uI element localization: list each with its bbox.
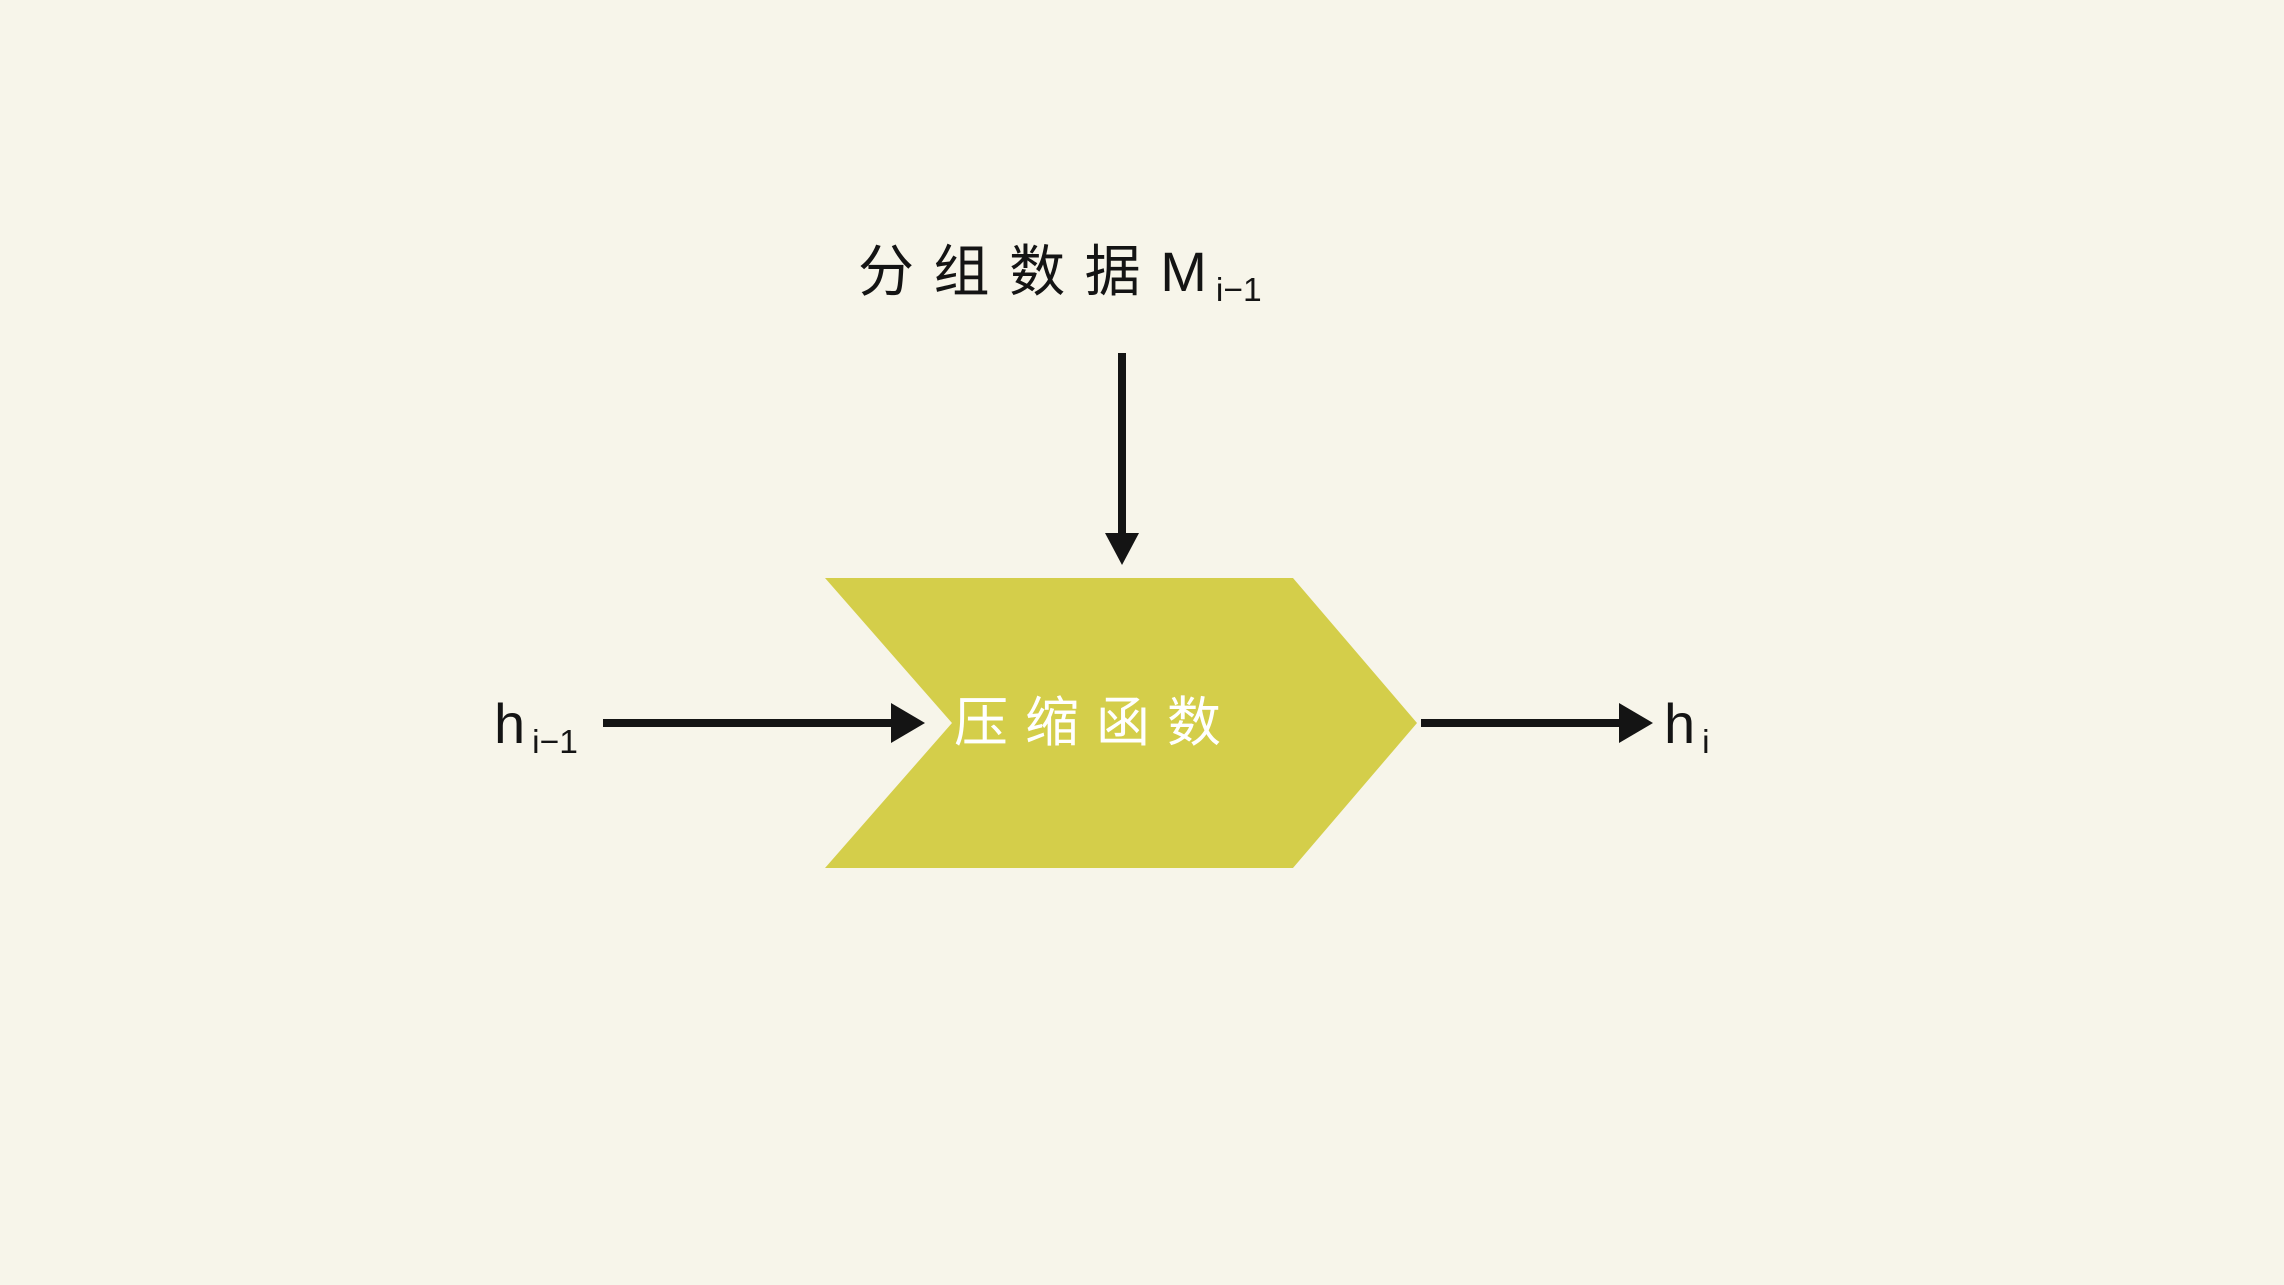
block-data-label-text: 分 组 数 据 M — [858, 240, 1209, 303]
arrow-shaft — [1118, 353, 1126, 535]
output-arrow — [1421, 703, 1653, 743]
arrow-shaft — [1421, 719, 1623, 727]
arrow-shaft — [603, 719, 895, 727]
output-state-label-text: h — [1664, 692, 1696, 755]
input-state-label-text: h — [494, 692, 526, 755]
input-arrow — [603, 703, 925, 743]
arrow-down-icon — [1105, 533, 1139, 565]
input-state-label-subscript: i−1 — [532, 724, 578, 762]
block-data-arrow — [1105, 353, 1139, 565]
output-state-label-subscript: i — [1702, 724, 1710, 762]
arrow-right-icon — [1619, 703, 1653, 743]
block-data-label-subscript: i−1 — [1215, 272, 1262, 310]
compression-function-label: 压 缩 函 数 — [953, 693, 1222, 753]
arrow-right-icon — [891, 703, 925, 743]
